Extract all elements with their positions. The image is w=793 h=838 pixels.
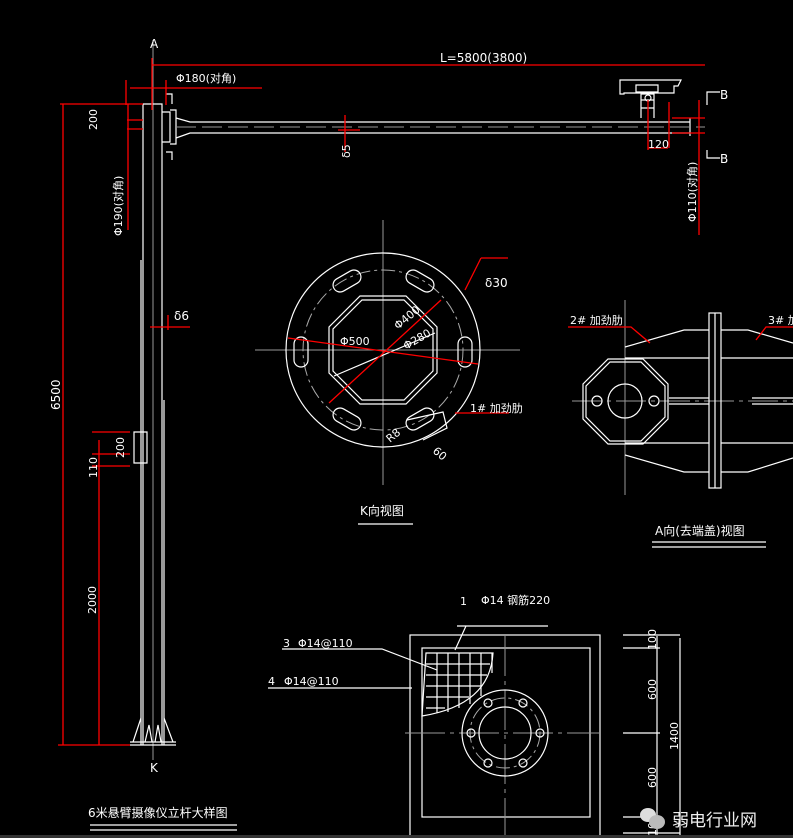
- dim-phi190: Φ190(对角): [111, 176, 125, 236]
- rebar1-label: Φ14 钢筋220: [481, 593, 550, 607]
- rib3-label: 3# 加劲肋: [768, 313, 793, 327]
- dim-600-bottom: 600: [646, 767, 659, 788]
- dim-1400: 1400: [668, 722, 681, 750]
- dim-60: 60: [430, 444, 449, 463]
- section-b-bottom: B: [720, 152, 728, 166]
- foundation-plan: 1 Φ14 钢筋220 3 Φ14@110 4 Φ14@110 100 600 …: [268, 593, 681, 838]
- dim-length: L=5800(3800): [440, 51, 527, 65]
- dim-delta6: δ6: [174, 309, 189, 323]
- a-view: 2# 加劲肋 3# 加劲肋 A向(去端盖)视图: [568, 300, 793, 548]
- drawing-title: 6米悬臂摄像仪立杆大样图: [88, 805, 228, 820]
- section-b-top: B: [720, 88, 728, 102]
- dim-200-mid: 200: [114, 437, 127, 458]
- dim-600-top: 600: [646, 679, 659, 700]
- elevation-dimensions: [58, 58, 720, 746]
- k-view: δ30 Φ500 Φ400 Φ280 1# 加劲肋 R8 60 K向视图: [255, 220, 523, 525]
- wechat-icon: [640, 807, 666, 830]
- watermark-text: 弱电行业网: [672, 811, 757, 831]
- rebar1-no: 1: [460, 595, 467, 608]
- dim-phi110: Φ110(对角): [685, 162, 699, 222]
- dim-120: 120: [648, 138, 669, 151]
- dim-200-top: 200: [87, 109, 100, 130]
- elevation-labels: A L=5800(3800) Φ180(对角) 200 Φ190(对角) δ5 …: [49, 37, 728, 831]
- dim-phi180: Φ180(对角): [176, 71, 236, 85]
- a-view-title: A向(去端盖)视图: [655, 523, 745, 538]
- k-view-title: K向视图: [360, 503, 404, 518]
- watermark: 弱电行业网: [640, 806, 757, 831]
- bottom-bar: [0, 835, 793, 838]
- rebar3-label: Φ14@110: [298, 637, 353, 650]
- dim-2000: 2000: [86, 586, 99, 614]
- section-k-label: K: [150, 761, 159, 775]
- dim-110: 110: [87, 457, 100, 478]
- rib2-label: 2# 加劲肋: [570, 313, 623, 327]
- dim-delta5: δ5: [340, 144, 353, 158]
- rebar4-label: Φ14@110: [284, 675, 339, 688]
- dim-6500: 6500: [49, 379, 63, 410]
- dim-r8: R8: [384, 426, 404, 445]
- dim-delta30: δ30: [485, 276, 508, 290]
- dim-phi280: Φ280: [401, 327, 433, 353]
- dim-phi500: Φ500: [340, 335, 370, 348]
- section-a-label: A: [150, 37, 159, 51]
- rebar4-no: 4: [268, 675, 275, 688]
- rebar3-no: 3: [283, 637, 290, 650]
- dim-100-top: 100: [646, 629, 659, 650]
- pole-elevation: [130, 40, 705, 760]
- rib1-label: 1# 加劲肋: [470, 401, 523, 415]
